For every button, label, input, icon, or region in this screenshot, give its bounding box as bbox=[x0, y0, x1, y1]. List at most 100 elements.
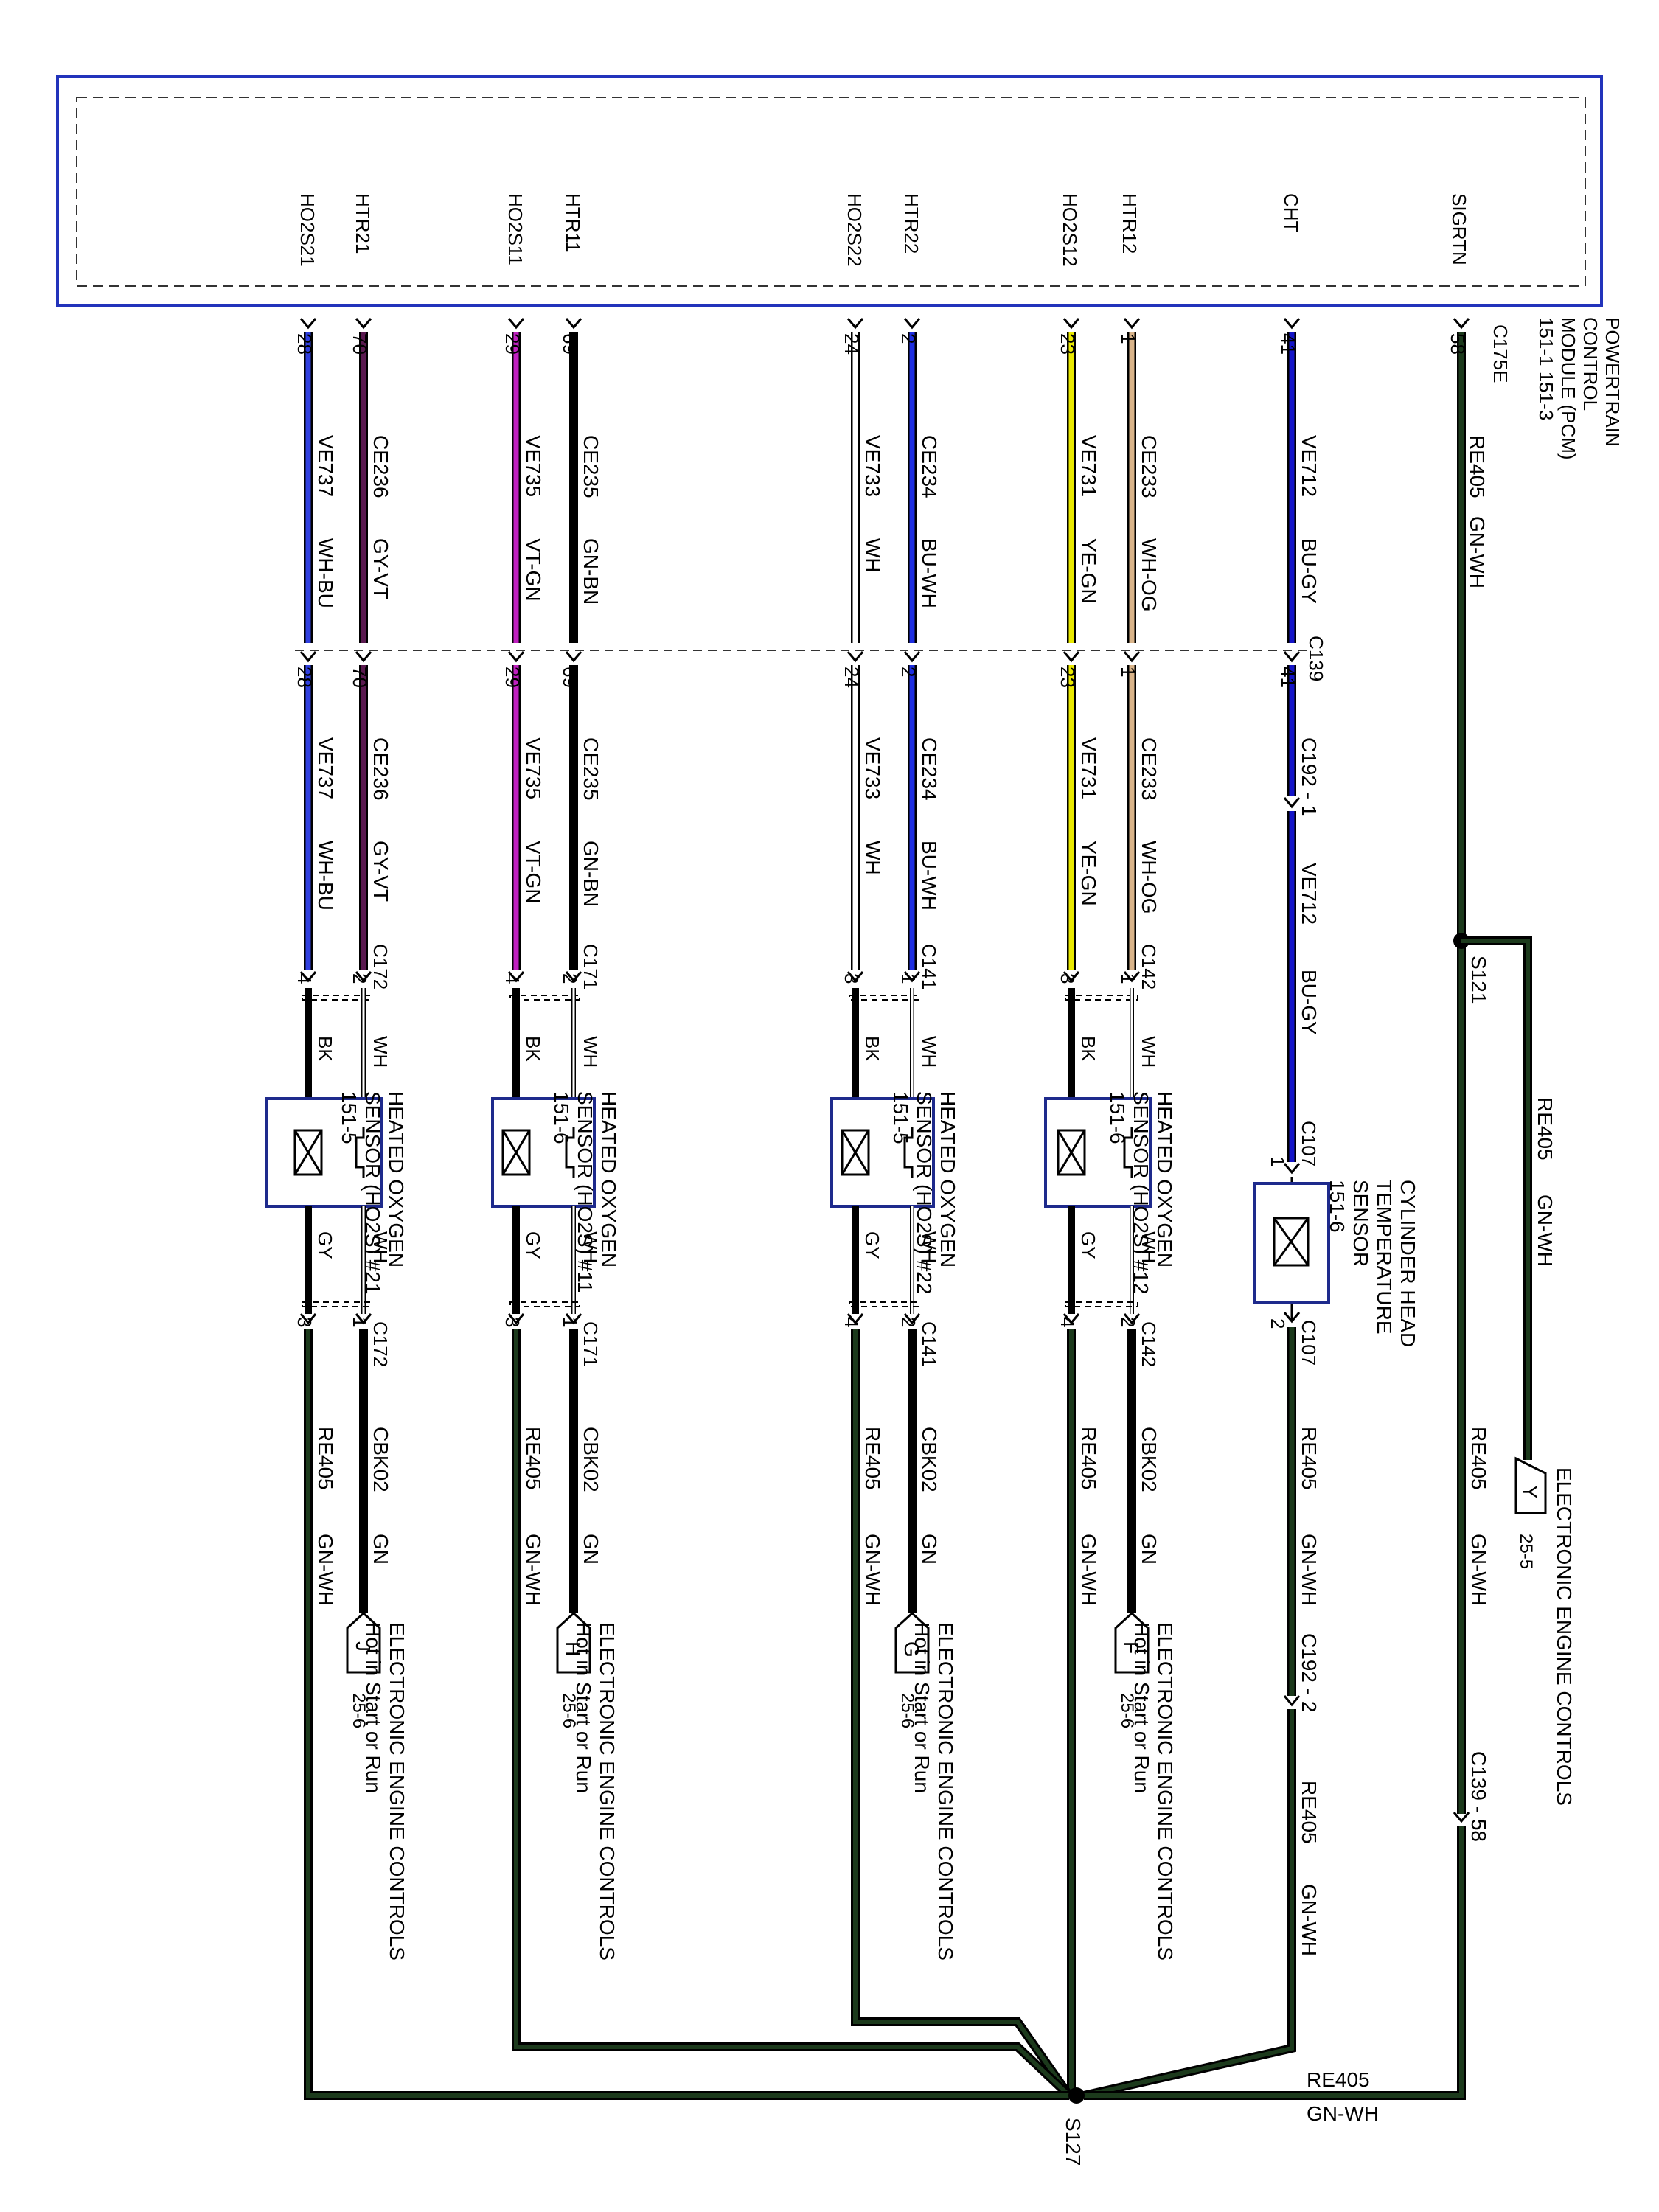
sensor-j-label: HEATED OXYGENSENSOR (HO2S) #21151-5 bbox=[338, 1091, 408, 1294]
sensor-j-feed-label: ELECTRONIC ENGINE CONTROLSHot in Start o… bbox=[362, 1622, 408, 1961]
c107-bot-label: C107 bbox=[1298, 1320, 1320, 1366]
sensor-g-bot-chevron-a bbox=[903, 1313, 921, 1325]
wire-circuit-58: RE405 bbox=[1466, 435, 1489, 498]
wire-mid-color-24: WH bbox=[861, 841, 884, 875]
c107-chevron-top bbox=[1283, 1163, 1301, 1175]
sensor-g-feed-connector bbox=[894, 1611, 930, 1674]
sensor-j-feed-connector bbox=[346, 1611, 381, 1674]
sensor-j-top-connector: C172 bbox=[369, 944, 392, 990]
sensor-h-feed-label-text: ELECTRONIC ENGINE CONTROLSHot in Start o… bbox=[572, 1622, 619, 1961]
sensor-g-top-b-color: BK bbox=[861, 1036, 883, 1062]
c139-chevron-70 bbox=[355, 651, 372, 663]
s121-branch-wire bbox=[1461, 939, 1530, 1460]
wire-color-2: BU-WH bbox=[918, 538, 941, 608]
sensor-g-bot-chevron-b bbox=[846, 1313, 864, 1325]
sigrtn-return-wire bbox=[1084, 1826, 1464, 2098]
s127-splice bbox=[1068, 2087, 1085, 2104]
return-route-22-outline bbox=[851, 1329, 1073, 2098]
sensor-h-top-chevron-b bbox=[507, 971, 525, 983]
c139-pin-label-23: 23 bbox=[1057, 667, 1079, 688]
sensor-f-pin-top-a: 1 bbox=[1117, 973, 1139, 984]
sensor-j-feed-label-text: ELECTRONIC ENGINE CONTROLSHot in Start o… bbox=[362, 1622, 408, 1961]
sensor-j-label-text: HEATED OXYGENSENSOR (HO2S) #21151-5 bbox=[338, 1091, 408, 1294]
sensor-f-feed-connector bbox=[1114, 1611, 1150, 1674]
cht-sensor-label: CYLINDER HEADTEMPERATURESENSOR151-6 bbox=[1326, 1180, 1419, 1347]
sensor-f-return-color: GN-WH bbox=[1077, 1534, 1100, 1606]
sensor-j-pin-bot-b: 3 bbox=[293, 1317, 316, 1327]
sensor-f-bot-chevron-a bbox=[1123, 1313, 1141, 1325]
cht-return-circuit-b: RE405 bbox=[1298, 1781, 1321, 1844]
sensor-j-ground-circuit: CBK02 bbox=[369, 1427, 392, 1492]
wire-mid-color-23: YE-GN bbox=[1077, 841, 1100, 906]
sensor-f-ground-circuit: CBK02 bbox=[1138, 1427, 1161, 1492]
upper-pin-label-70: 70 bbox=[349, 333, 371, 355]
sensor-g-dashed-bot bbox=[849, 1301, 919, 1307]
sensor-f-top-a-color: WH bbox=[1138, 1036, 1160, 1068]
svg-text:POWERTRAINCONTROLMODULE (PCM)1: POWERTRAINCONTROLMODULE (PCM)151-1 151-3 bbox=[1535, 317, 1624, 460]
c139-chevron-2 bbox=[903, 651, 921, 663]
sensor-f-label: HEATED OXYGENSENSOR (HO2S) #12151-6 bbox=[1106, 1091, 1176, 1294]
c139-chevron-28 bbox=[299, 651, 317, 663]
sensor-j-pin-top-a: 2 bbox=[349, 973, 371, 984]
wire-mid-circuit-28: VE737 bbox=[314, 737, 337, 799]
sensor-f-pin-top-b: 3 bbox=[1057, 973, 1079, 984]
sensor-h-feed-label: ELECTRONIC ENGINE CONTROLSHot in Start o… bbox=[572, 1622, 619, 1961]
sensor-g-bot-a-color: WH bbox=[918, 1231, 940, 1263]
sensor-g-return-circuit: RE405 bbox=[861, 1427, 884, 1490]
sensor-j-return-circuit: RE405 bbox=[314, 1427, 337, 1490]
sensor-f-return-circuit: RE405 bbox=[1077, 1427, 1100, 1490]
sensor-h-bot-a-color: WH bbox=[580, 1231, 602, 1263]
wire-mid-color-69: GN-BN bbox=[580, 841, 602, 907]
c192-1-label: C192 - 1 bbox=[1298, 737, 1321, 816]
sensor-h-bot-chevron-b bbox=[507, 1313, 525, 1325]
connector-y-shape bbox=[1514, 1456, 1547, 1514]
wire-color-70: GY-VT bbox=[369, 538, 392, 599]
pcm-pin-htr12: HTR12 bbox=[1119, 193, 1141, 254]
upper-pin-label-1: 1 bbox=[1117, 333, 1139, 344]
pcm-pin-cht: CHT bbox=[1280, 193, 1302, 233]
sensor-g-bot-b-color: GY bbox=[861, 1231, 883, 1259]
pcm-pin-htr21: HTR21 bbox=[352, 193, 374, 254]
sensor-j-bot-chevron-a bbox=[355, 1313, 372, 1325]
sensor-j-top-a-color: WH bbox=[369, 1036, 392, 1068]
sensor-f-top-connector: C142 bbox=[1138, 944, 1160, 990]
bottom-color: GN-WH bbox=[1307, 2102, 1379, 2125]
upper-pin-label-69: 69 bbox=[559, 333, 581, 355]
sensor-j-bot-b-color: GY bbox=[314, 1231, 336, 1259]
c139-pin-label-2: 2 bbox=[897, 667, 919, 677]
cht-color-b: BU-GY bbox=[1298, 970, 1321, 1035]
sensor-f-pin-bot-a: 2 bbox=[1117, 1317, 1139, 1327]
wire-circuit-70: CE236 bbox=[369, 435, 392, 498]
sensor-g-feed-label: ELECTRONIC ENGINE CONTROLSHot in Start o… bbox=[911, 1622, 957, 1961]
wire-mid-circuit-29: VE735 bbox=[522, 737, 545, 799]
c139-pin-label-28: 28 bbox=[293, 667, 316, 688]
sensor-j-dashed-top bbox=[302, 995, 370, 1001]
pin-chevron-2 bbox=[903, 318, 921, 330]
wire-circuit-1: CE233 bbox=[1138, 435, 1161, 498]
sensor-g-label-line-2: 151-5 bbox=[889, 1091, 912, 1144]
wire-circuit-41: VE712 bbox=[1298, 435, 1321, 497]
c139-58-chevron bbox=[1453, 1812, 1470, 1823]
pin-chevron-58 bbox=[1453, 318, 1470, 330]
c139-pin-label-41: 41 bbox=[1277, 667, 1299, 688]
pcm-label-3: MODULE (PCM) bbox=[1557, 317, 1579, 460]
wire-circuit-23: VE731 bbox=[1077, 435, 1100, 497]
c107-pin-2: 2 bbox=[1267, 1318, 1289, 1329]
c139-58-label: C139 - 58 bbox=[1467, 1751, 1490, 1842]
pcm-label-2: CONTROL bbox=[1579, 317, 1601, 411]
pin-chevron-70 bbox=[355, 318, 372, 330]
sensor-h-dashed-bot bbox=[509, 1301, 580, 1307]
upper-pin-label-2: 2 bbox=[897, 333, 919, 344]
connector-y-ref: 25-5 bbox=[1516, 1534, 1536, 1569]
c107-top-label: C107 bbox=[1298, 1121, 1320, 1166]
s121-branch-wire-outline bbox=[1461, 936, 1532, 1460]
sensor-f-heater-icon bbox=[1123, 1127, 1133, 1178]
sensor-g-pin-bot-b: 4 bbox=[841, 1317, 863, 1327]
sensor-g-heater-icon bbox=[903, 1127, 914, 1178]
sensor-j-label-line-2: 151-5 bbox=[338, 1091, 361, 1144]
sensor-g-feed-letter: G bbox=[900, 1641, 923, 1658]
sensor-h-pin-top-b: 4 bbox=[501, 973, 524, 984]
c139-pin-label-1: 1 bbox=[1117, 667, 1139, 677]
sensor-h-ground-circuit: CBK02 bbox=[580, 1427, 602, 1492]
